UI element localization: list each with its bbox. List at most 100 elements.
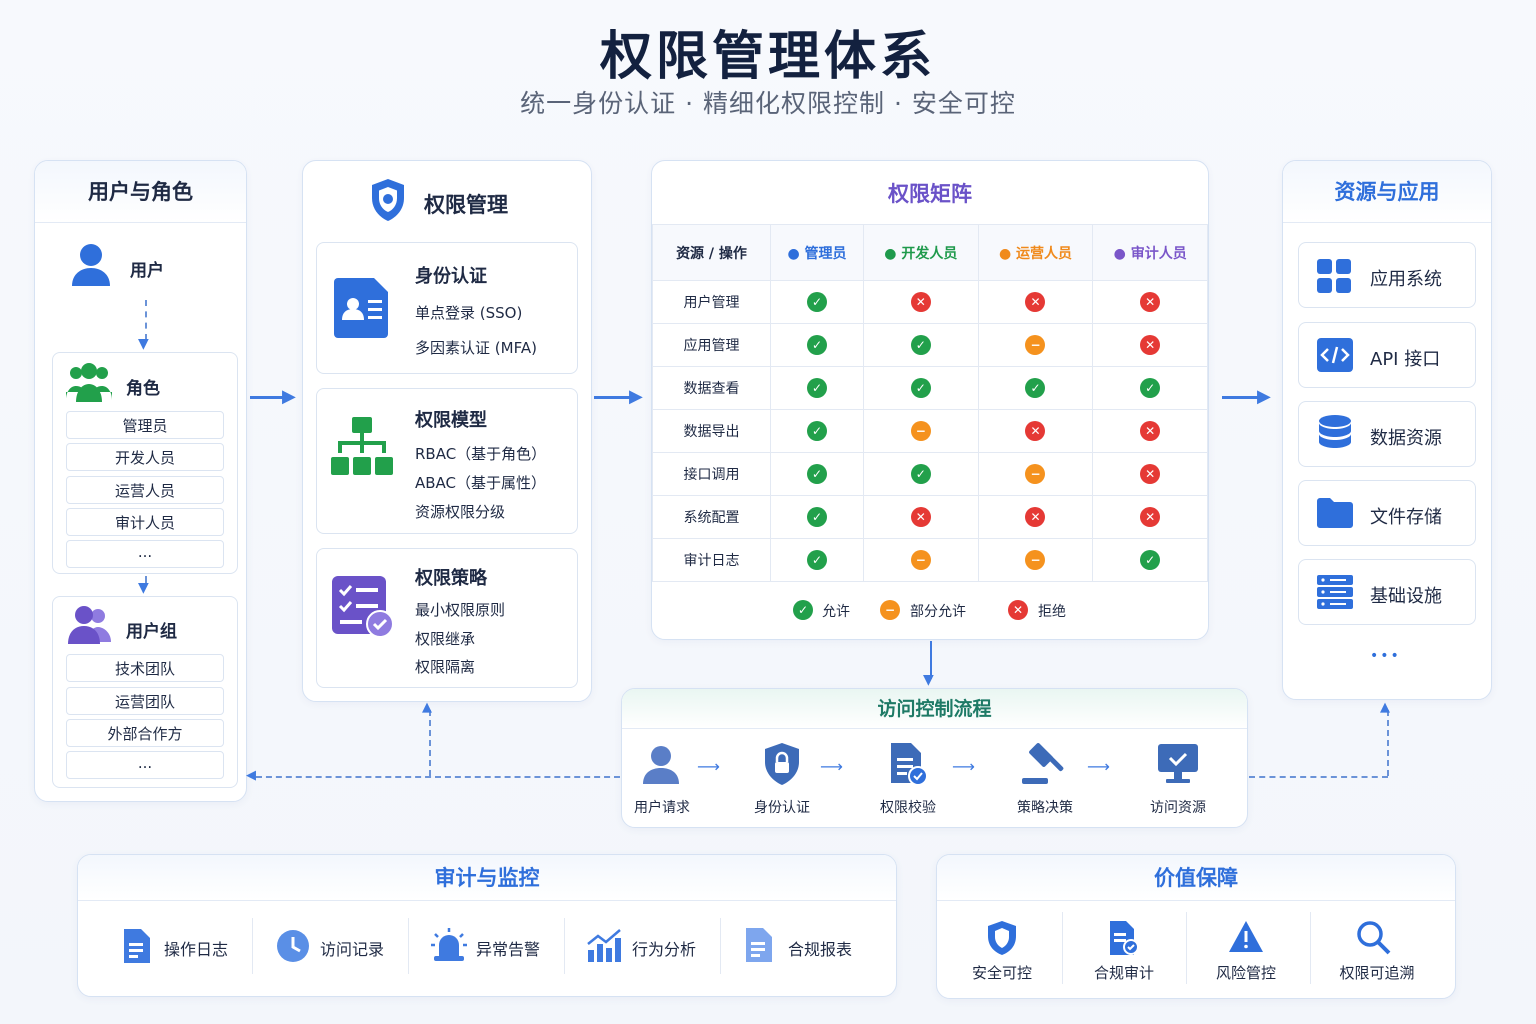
- partial-minus-icon: −: [1025, 550, 1046, 570]
- flow-to-resources-dashed-connector: [1249, 776, 1388, 778]
- matrix-to-flow-connector: [930, 641, 932, 679]
- matrix-resource-label: 数据导出: [652, 409, 771, 453]
- user-label: 用户: [130, 261, 164, 281]
- down-arrow-icon: ▼: [138, 336, 149, 352]
- legend-partial: 部分允许: [910, 604, 966, 620]
- model-title: 权限模型: [415, 410, 487, 431]
- deny-x-icon: ✕: [1140, 335, 1161, 355]
- person-icon: ●: [998, 245, 1012, 262]
- search-icon: [1356, 920, 1392, 960]
- bar-trend-icon: [586, 926, 622, 968]
- matrix-role-admin: 管理员: [804, 245, 847, 262]
- role-item-developer: 开发人员: [66, 443, 224, 471]
- matrix-cell: ✕: [863, 280, 979, 324]
- arrow-matrix-to-resources: [1222, 396, 1262, 399]
- code-icon: [1316, 337, 1354, 377]
- monitor-check-icon: [1156, 742, 1200, 790]
- shield-lock-icon: [763, 742, 801, 790]
- matrix-cell: ✕: [1092, 280, 1208, 324]
- matrix-cell: ✓: [770, 280, 864, 324]
- user-group-icon: [68, 604, 112, 648]
- matrix-cell: ✓: [863, 323, 979, 367]
- deny-x-icon: ✕: [1025, 421, 1046, 441]
- matrix-cell: −: [863, 409, 979, 453]
- matrix-resource-label: 接口调用: [652, 452, 771, 496]
- matrix-cell: −: [977, 452, 1094, 496]
- audit-item-oplog: 操作日志: [164, 940, 229, 959]
- deny-x-icon: ✕: [1008, 600, 1028, 620]
- matrix-resource-label: 用户管理: [652, 280, 771, 324]
- matrix-cell: ✕: [977, 409, 1094, 453]
- matrix-title: 权限矩阵: [888, 182, 972, 206]
- audit-divider: [564, 918, 565, 974]
- policy-title: 权限策略: [415, 568, 487, 589]
- matrix-resource-label: 系统配置: [652, 495, 771, 539]
- matrix-row: 数据查看✓✓✓✓: [652, 366, 1208, 410]
- alarm-icon: [430, 926, 468, 968]
- document-check-icon: [1108, 920, 1140, 960]
- matrix-cell: ✕: [977, 495, 1094, 539]
- flow-title: 访问控制流程: [622, 689, 1247, 729]
- value-divider: [1186, 912, 1187, 984]
- resource-item: [1298, 242, 1476, 308]
- matrix-cell: ✓: [770, 495, 864, 539]
- checklist-icon: [330, 574, 396, 644]
- deny-x-icon: ✕: [1140, 292, 1161, 312]
- deny-x-icon: ✕: [1025, 507, 1046, 527]
- role-item-more: ...: [66, 540, 224, 568]
- model-item-rbac: RBAC（基于角色）: [415, 445, 547, 463]
- warning-icon: [1228, 920, 1264, 958]
- matrix-role-developer: 开发人员: [901, 245, 958, 262]
- policy-item-least: 最小权限原则: [415, 601, 506, 619]
- allow-check-icon: ✓: [807, 550, 827, 570]
- role-to-group-connector: [145, 576, 147, 586]
- permission-matrix-table: 资源 / 操作 ● 管理员 ● 开发人员 ● 运营人员 ● 审计人员 用户管理 ✓…: [652, 224, 1208, 582]
- audit-item-access: 访问记录: [320, 940, 385, 959]
- value-panel: 价值保障: [936, 854, 1456, 999]
- user-icon: [642, 744, 680, 790]
- matrix-role-header: ● 管理员: [770, 224, 864, 281]
- model-item-abac: ABAC（基于属性）: [415, 474, 547, 492]
- matrix-cell: ✓: [770, 366, 864, 410]
- allow-check-icon: ✓: [807, 464, 827, 484]
- flow-step-decision: 策略决策: [1017, 800, 1073, 816]
- value-item-trace: 权限可追溯: [1339, 964, 1415, 982]
- group-item-more: ...: [66, 751, 224, 779]
- matrix-header-row: 资源 / 操作 ● 管理员 ● 开发人员 ● 运营人员 ● 审计人员: [652, 224, 1208, 281]
- flow-to-permission-dashed-connector: [429, 710, 431, 776]
- database-icon: [1318, 414, 1352, 458]
- matrix-cell: ✓: [1092, 366, 1208, 410]
- deny-x-icon: ✕: [1140, 421, 1161, 441]
- matrix-resource-label: 应用管理: [652, 323, 771, 367]
- matrix-cell: ✕: [977, 280, 1094, 324]
- right-arrow-icon: ⟶: [1087, 757, 1110, 776]
- matrix-role-header: ● 开发人员: [863, 224, 979, 281]
- right-arrow-icon: ⟶: [952, 757, 975, 776]
- matrix-cell: −: [863, 538, 979, 582]
- allow-check-icon: ✓: [807, 378, 827, 398]
- partial-minus-icon: −: [910, 421, 931, 441]
- partial-minus-icon: −: [1025, 335, 1046, 355]
- down-arrow-icon: ▼: [138, 580, 149, 596]
- audit-divider: [252, 918, 253, 974]
- legend-deny: 拒绝: [1038, 604, 1066, 620]
- matrix-role-header: ● 运营人员: [977, 224, 1094, 281]
- users-roles-title: 用户与角色: [35, 161, 246, 223]
- matrix-cell: ✓: [770, 538, 864, 582]
- allow-check-icon: ✓: [910, 464, 931, 484]
- report-document-icon: [744, 927, 774, 967]
- flow-to-users-dashed-connector: [256, 776, 620, 778]
- matrix-row: 接口调用✓✓−✕: [652, 452, 1208, 496]
- role-item-operator: 运营人员: [66, 476, 224, 504]
- deny-x-icon: ✕: [1025, 292, 1046, 312]
- policy-item-inherit: 权限继承: [415, 630, 476, 648]
- up-arrow-icon: ▲: [1380, 700, 1390, 715]
- permission-mgmt-title: 权限管理: [424, 193, 508, 217]
- resource-label-api: API 接口: [1370, 349, 1441, 370]
- shield-icon: [370, 178, 406, 226]
- legend-allow: 允许: [822, 604, 850, 620]
- audit-item-behavior: 行为分析: [632, 940, 697, 959]
- matrix-cell: ✕: [1092, 323, 1208, 367]
- group-item-partner: 外部合作方: [66, 719, 224, 747]
- allow-check-icon: ✓: [807, 292, 827, 312]
